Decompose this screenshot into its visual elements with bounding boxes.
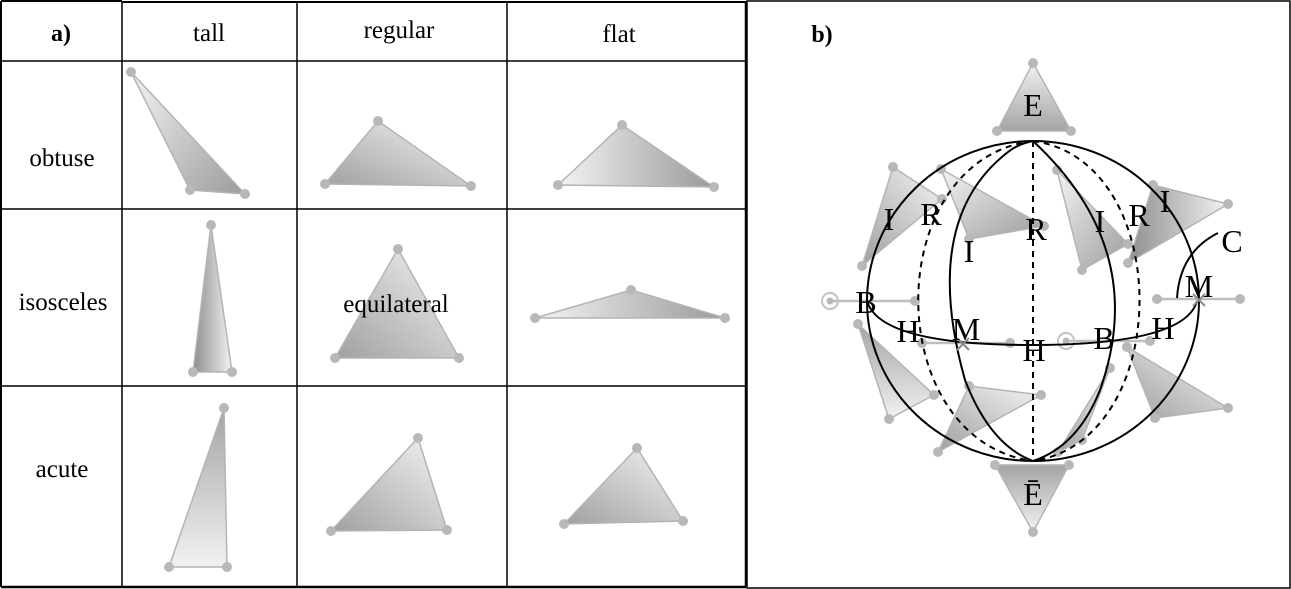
label-H-center: H <box>1022 332 1045 368</box>
label-M-left: M <box>952 311 980 347</box>
label-R-left: R <box>920 196 942 232</box>
triangle-lower-right-inner <box>1053 363 1115 457</box>
column-header-flat: flat <box>602 21 635 48</box>
meridian-right <box>1032 140 1116 462</box>
label-E-top: E <box>1023 87 1043 123</box>
label-H-right: H <box>1151 310 1174 346</box>
triangle-acute-tall <box>164 403 232 572</box>
panel-b-frame <box>746 0 1291 589</box>
M-cross-left-b <box>956 337 970 351</box>
triangle-lower-left-inner <box>933 381 1046 457</box>
triangle-equilateral <box>330 244 464 363</box>
C-curve <box>1176 232 1219 299</box>
label-I-right-outer: I <box>1160 183 1171 219</box>
meridian-dashed-right <box>1032 140 1141 462</box>
column-header-regular: regular <box>364 17 435 44</box>
triangle-obtuse-regular <box>320 116 476 191</box>
triangle-isosceles-tall <box>188 220 237 377</box>
panel-a-label: a) <box>51 21 71 47</box>
label-M-right: M <box>1185 268 1213 304</box>
triangle-obtuse-tall <box>126 67 250 199</box>
triangle-bottom-E-bar <box>990 460 1074 537</box>
panel-b: b) <box>746 0 1291 589</box>
label-C: C <box>1221 223 1242 259</box>
triangle-top-E <box>992 58 1076 136</box>
label-R-center: R <box>1025 211 1047 247</box>
table-grid <box>0 0 748 589</box>
label-B-right: B <box>1093 320 1114 356</box>
M-cross-right-b <box>1192 293 1206 307</box>
triangle-upper-right-inner <box>1052 165 1133 275</box>
label-E-bar: Ē <box>1023 476 1043 512</box>
triangle-lower-right-outer <box>1122 342 1233 423</box>
triangle-obtuse-flat <box>553 120 719 192</box>
equilateral-label: equilateral <box>343 291 449 318</box>
label-R-right: R <box>1128 197 1150 233</box>
label-H-left: H <box>896 313 919 349</box>
label-I-right-inner: I <box>1095 203 1106 239</box>
panel-b-label: b) <box>811 22 832 48</box>
triangle-lower-left-outer <box>853 319 939 424</box>
triangle-upper-left-inner <box>936 164 1049 244</box>
label-I-inner: I <box>964 233 975 269</box>
row-header-acute: acute <box>36 456 89 483</box>
row-header-obtuse: obtuse <box>29 145 94 172</box>
row-header-isosceles: isosceles <box>19 289 108 316</box>
sphere <box>866 140 1219 462</box>
meridian-left <box>948 140 1034 462</box>
label-I-left: I <box>884 201 895 237</box>
triangle-acute-regular <box>326 433 452 536</box>
column-header-tall: tall <box>193 20 225 47</box>
triangle-upper-left-outer <box>857 162 947 271</box>
panel-a: a) tall regular flat obtuse isosceles ac… <box>0 0 748 589</box>
meridian-dashed-left <box>917 140 1034 462</box>
triangle-isosceles-flat <box>530 285 730 323</box>
triangle-acute-flat <box>559 443 688 529</box>
label-B-left: B <box>855 284 876 320</box>
equator <box>866 300 1198 347</box>
